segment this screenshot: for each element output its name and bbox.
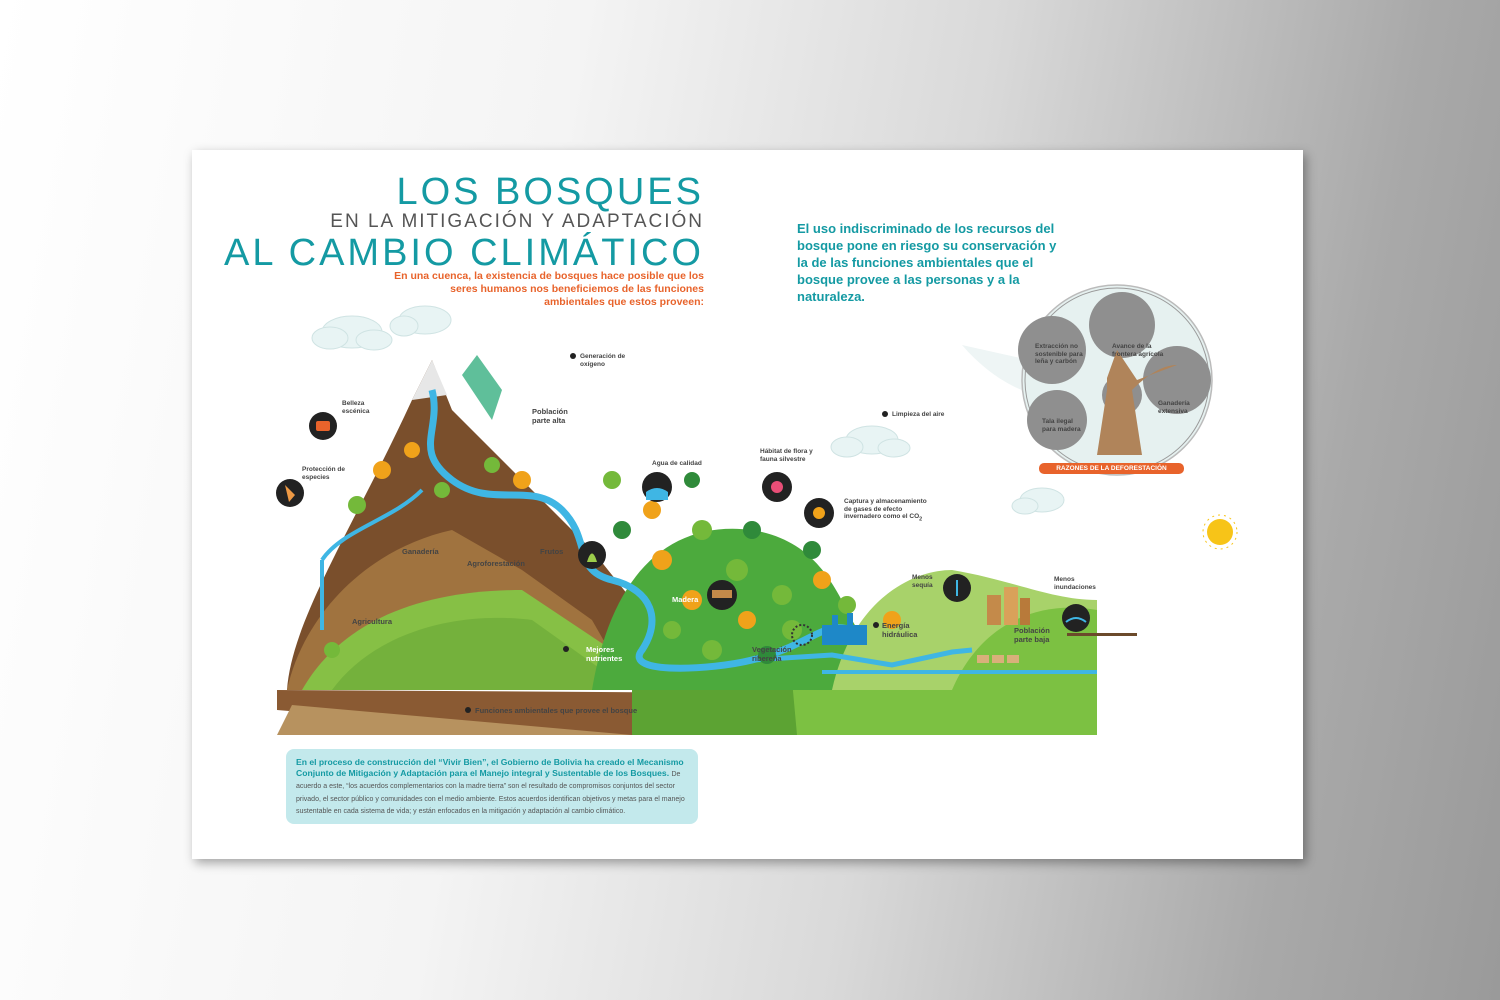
butterfly-icon — [762, 472, 792, 502]
fruit-icon — [578, 541, 606, 569]
pin-icon — [570, 353, 576, 359]
pin-icon — [873, 622, 879, 628]
label-generacion: Generación de oxígeno — [580, 353, 626, 368]
title-line-1: LOS BOSQUES — [396, 171, 704, 213]
cloud-icon — [830, 425, 911, 458]
watershed-illustration — [276, 284, 1238, 735]
info-box-text: En el proceso de construcción del “Vivir… — [296, 757, 696, 818]
label-agua: Agua de calidad — [652, 460, 702, 467]
label-mejores: Mejores nutrientes — [586, 645, 623, 663]
co2-capture-icon — [804, 498, 834, 528]
info-box-lead: En el proceso de construcción del “Vivir… — [296, 757, 684, 778]
label-menos-inundaciones: Menos inundaciones — [1054, 576, 1096, 591]
pin-icon — [465, 707, 471, 713]
wood-icon — [707, 580, 737, 610]
hydro-plant — [791, 613, 867, 646]
label-limpieza: Limpieza del aire — [892, 411, 945, 418]
label-energia: Energía hidráulica — [882, 621, 918, 639]
label-belleza: Belleza escénica — [342, 400, 370, 415]
pin-icon — [882, 411, 888, 417]
info-box-rest: De acuerdo a este, “los acuerdos complem… — [296, 770, 685, 816]
deforestation-reason: Tala ilegal para madera — [1042, 418, 1081, 433]
city-buildings — [977, 587, 1137, 663]
label-frutos: Frutos — [540, 547, 564, 556]
deforestation-banner-label: RAZONES DE LA DEFORESTACIÓN — [1056, 465, 1167, 472]
water-quality-icon — [642, 472, 672, 502]
river — [427, 389, 854, 672]
poster-sheet: LOS BOSQUES EN LA MITIGACIÓN Y ADAPTACIÓ… — [192, 150, 1303, 859]
deforestation-reason: Avance de la frontera agrícola — [1112, 343, 1164, 358]
forest-trees — [324, 442, 901, 664]
label-menos-sequia: Menos sequía — [912, 574, 933, 589]
flood-icon — [1062, 604, 1090, 632]
cloud-icon — [311, 315, 393, 351]
intro-text: En una cuenca, la existencia de bosques … — [394, 270, 704, 308]
woodpecker-icon — [276, 479, 304, 507]
title-line-3: AL CAMBIO CLIMÁTICO — [224, 232, 704, 274]
title-line-2: EN LA MITIGACIÓN Y ADAPTACIÓN — [330, 211, 704, 232]
label-habitat: Hábitat de flora y fauna silvestre — [760, 448, 813, 463]
label-proteccion: Protección de especies — [302, 466, 345, 481]
label-vegetacion: Vegetación ribereña — [752, 645, 792, 663]
deforestation-diagram — [962, 284, 1213, 476]
label-poblacion-baja: Población parte baja — [1014, 626, 1050, 644]
label-agroforestacion: Agroforestación — [467, 559, 525, 568]
label-agricultura: Agricultura — [352, 617, 393, 626]
deforestation-banner — [1039, 463, 1184, 474]
label-poblacion-alta: Población parte alta — [532, 407, 568, 425]
label-funciones: Funciones ambientales que provee el bosq… — [475, 706, 638, 715]
poster-title: LOS BOSQUES EN LA MITIGACIÓN Y ADAPTACIÓ… — [192, 172, 704, 274]
label-madera: Madera — [672, 595, 699, 604]
info-box: En el proceso de construcción del “Vivir… — [286, 749, 698, 824]
pin-icon — [563, 646, 569, 652]
label-captura: Captura y almacenamiento de gases de efe… — [844, 498, 927, 523]
cloud-icon — [389, 305, 452, 337]
cloud-icon — [1011, 487, 1065, 515]
drought-icon — [943, 574, 971, 602]
deforestation-reason: Extracción no sostenible para leña y car… — [1035, 343, 1083, 365]
label-ganaderia: Ganadería — [402, 547, 439, 556]
camera-icon — [309, 412, 337, 440]
deforestation-reason: Ganadería extensiva — [1158, 400, 1190, 415]
risk-text: El uso indiscriminado de los recursos de… — [797, 221, 1057, 304]
sun-icon — [1202, 514, 1238, 550]
